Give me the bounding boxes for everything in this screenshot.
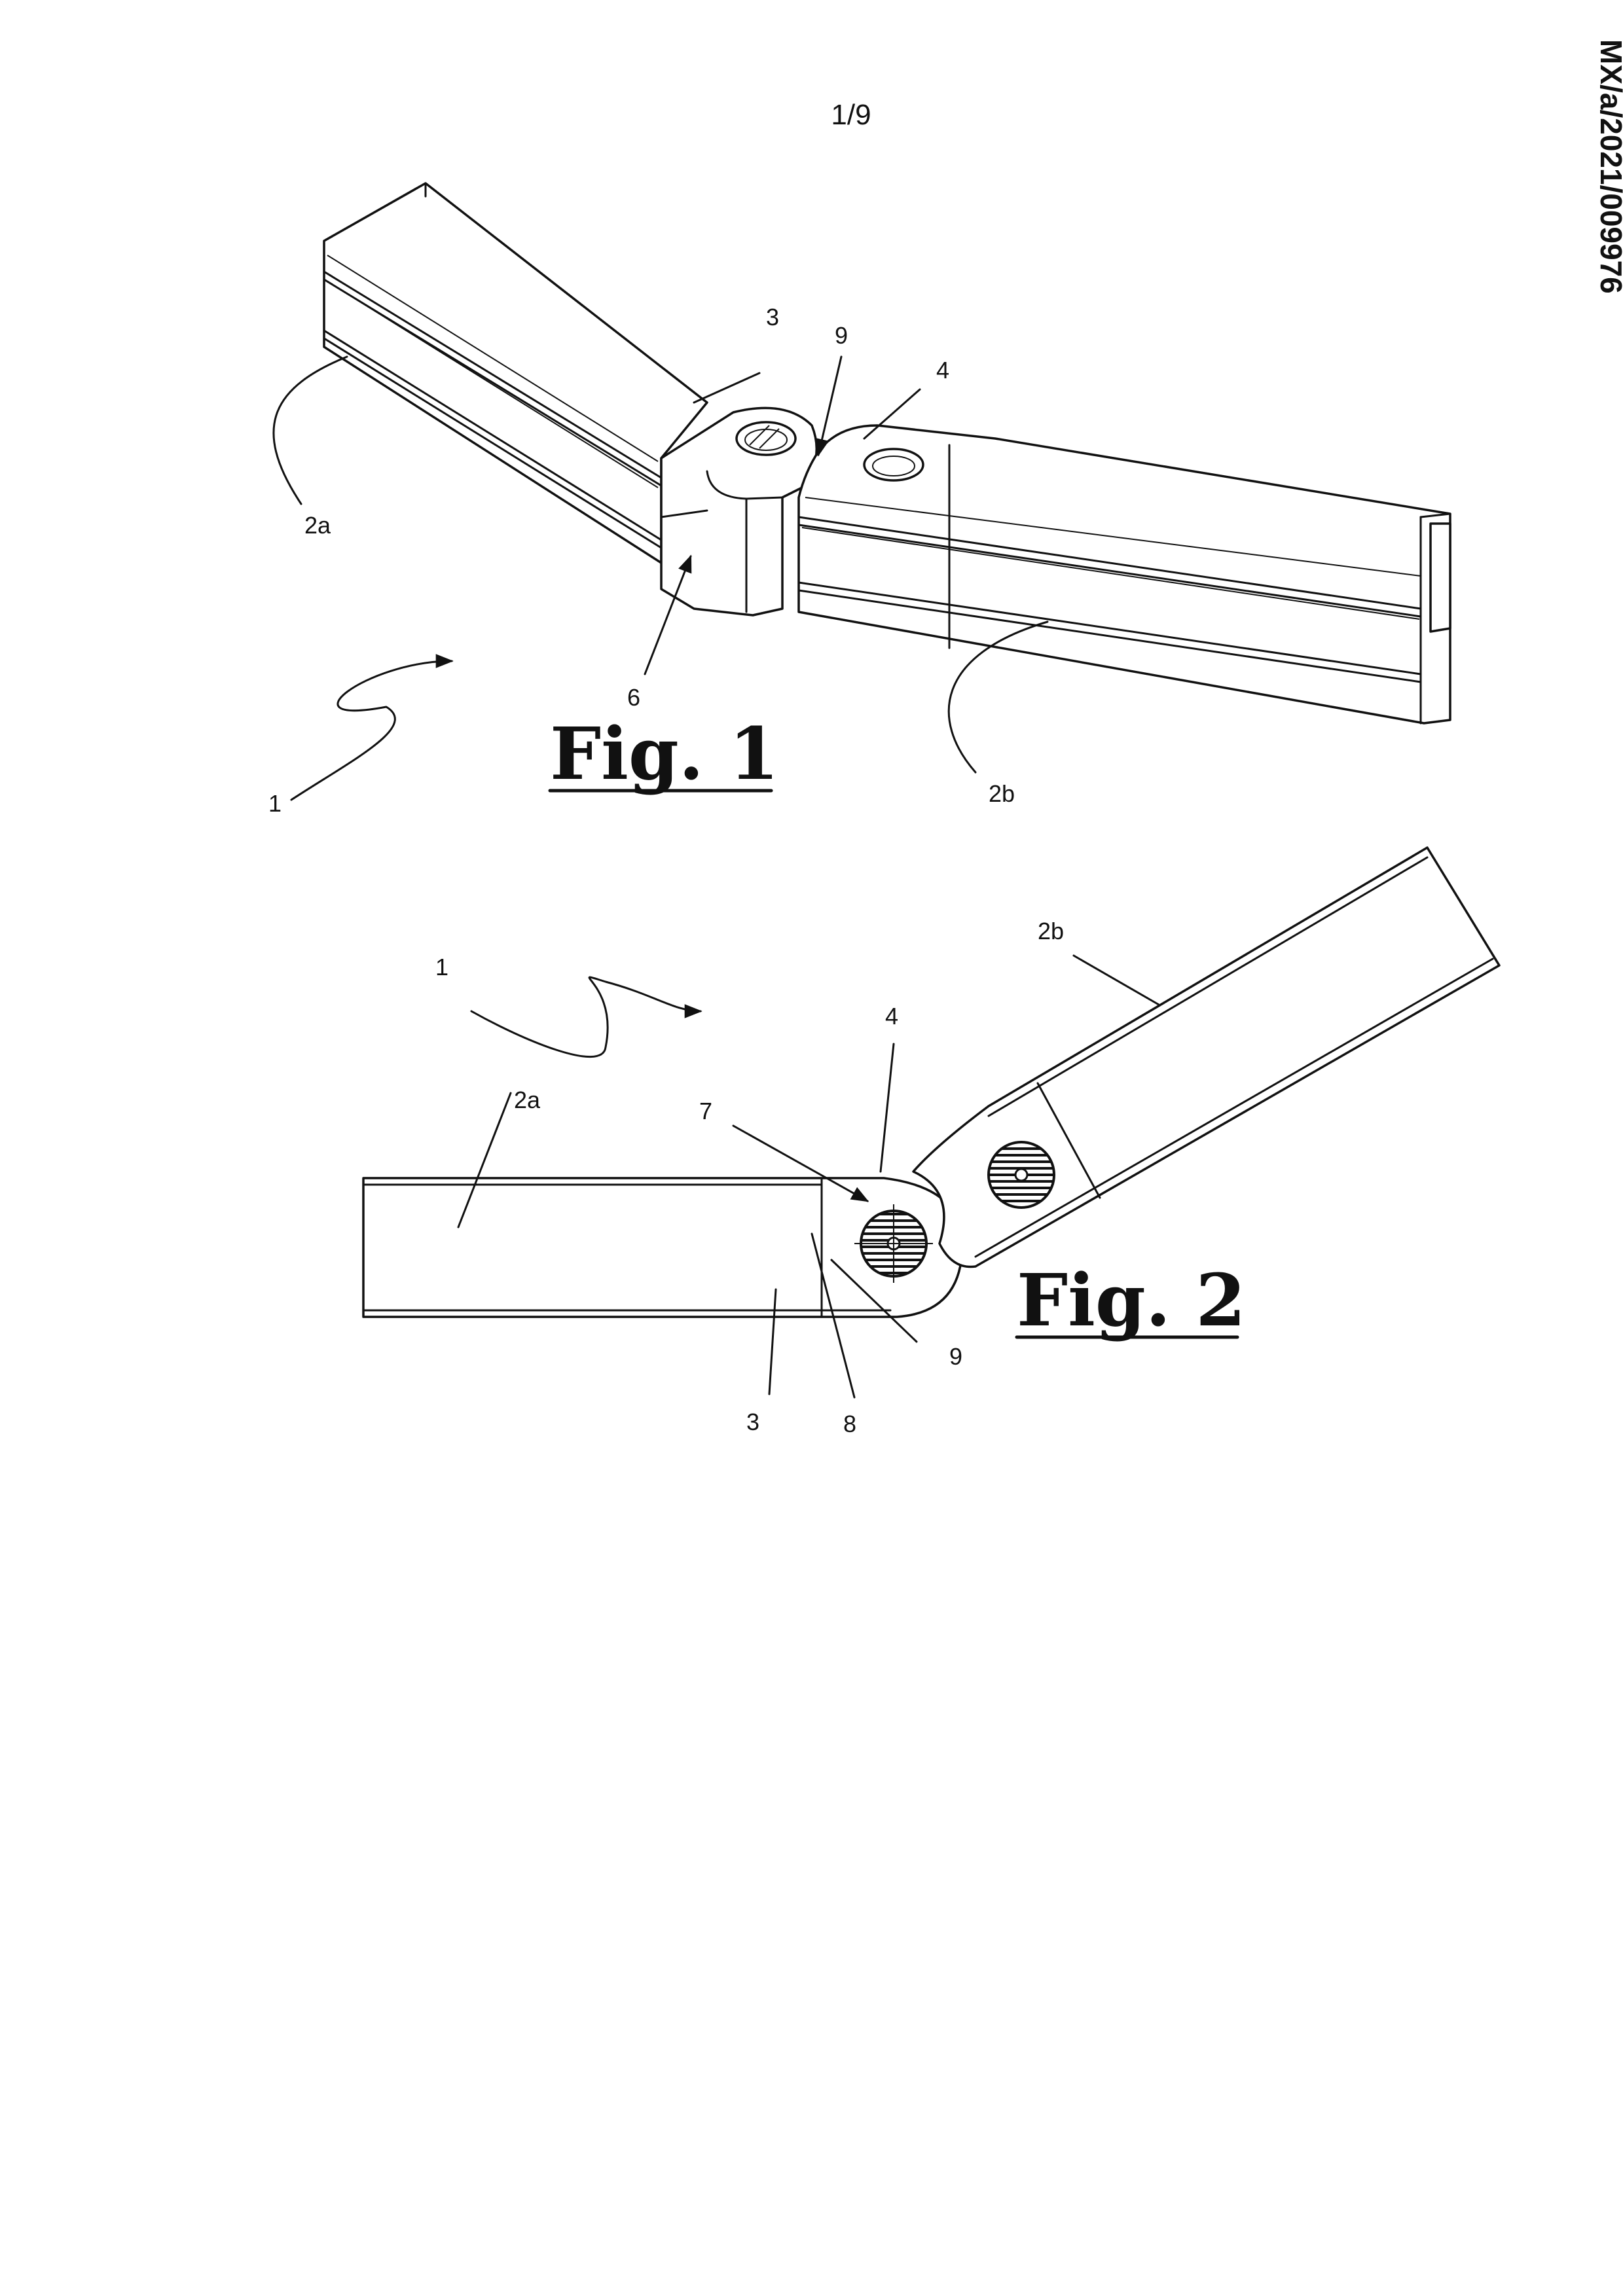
fig1-label-4: 4 (936, 357, 949, 384)
fig1-caption: Fig. 1 (550, 711, 779, 796)
fig1-label-1: 1 (268, 790, 282, 817)
fig2-label-3: 3 (746, 1408, 759, 1435)
hinge-part-4-and-tube-2b (799, 425, 1450, 723)
fig1-label-9: 9 (835, 322, 848, 349)
fig2-label-7: 7 (699, 1098, 712, 1124)
fig2-caption: Fig. 2 (1017, 1258, 1246, 1342)
tube-2b-side (913, 848, 1499, 1267)
fig1-label-6: 6 (627, 684, 640, 711)
figure-1: 2a 3 9 4 6 2b 1 Fig. 1 (268, 183, 1450, 817)
fig2-label-1: 1 (435, 954, 448, 980)
tube-2a-perspective (324, 183, 707, 563)
fig1-label-2a: 2a (304, 512, 331, 539)
fig2-label-4: 4 (885, 1003, 898, 1030)
fig2-label-2a: 2a (514, 1086, 541, 1113)
fig2-label-8: 8 (843, 1410, 856, 1437)
document-number: MX/a/2021/009976 (1594, 39, 1623, 294)
fig1-label-3: 3 (766, 304, 779, 331)
page-number: 1/9 (831, 99, 871, 131)
hinge-part-3 (661, 408, 816, 615)
fig1-label-2b: 2b (989, 780, 1015, 807)
pin-2b-cross-section (989, 1142, 1054, 1208)
fig2-label-9: 9 (949, 1343, 962, 1370)
fig2-label-2b: 2b (1038, 918, 1064, 944)
figure-2: 2b 1 4 7 2a 9 3 8 Fig. 2 (363, 848, 1499, 1437)
